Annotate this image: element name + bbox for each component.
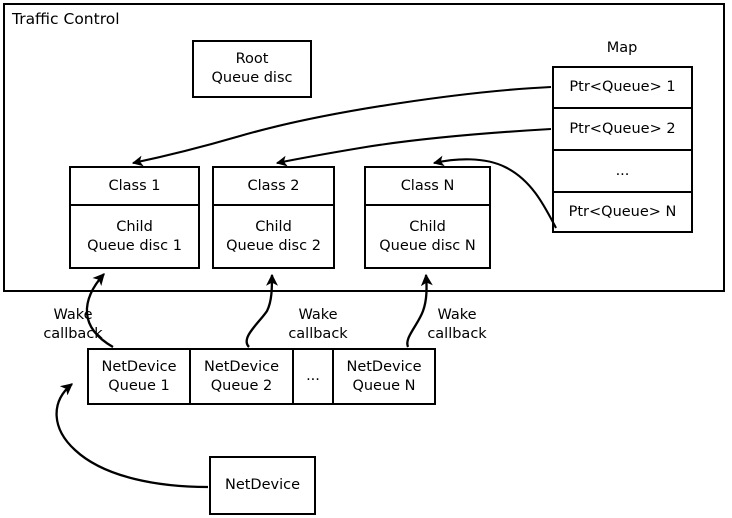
netdevice-queue-n: NetDevice Queue N <box>346 358 422 394</box>
class-body-2: Child Queue disc 2 <box>226 218 321 254</box>
class-box-1-divider <box>71 204 198 206</box>
map-row-divider-2 <box>554 149 691 151</box>
class-box-1 <box>69 166 200 269</box>
map-row-divider-3 <box>554 191 691 193</box>
wake-callback-label-3: Wake callback <box>427 307 487 342</box>
class-body-n: Child Queue disc N <box>379 218 476 254</box>
map-row-divider-1 <box>554 107 691 109</box>
map-entry-2: ... <box>615 162 630 179</box>
class-box-2-divider <box>214 204 333 206</box>
class-header-2: Class 2 <box>247 177 300 194</box>
traffic-control-title: Traffic Control <box>12 10 120 28</box>
wake-callback-label-1: Wake callback <box>43 307 103 342</box>
wake-callback-label-2: Wake callback <box>288 307 348 342</box>
netdevice-queue-ellipsis: ... <box>306 368 320 385</box>
netdevice-queue-divider-3 <box>332 350 334 403</box>
map-title: Map <box>606 40 638 56</box>
map-entry-0: Ptr<Queue> 1 <box>569 79 676 96</box>
class-header-n: Class N <box>400 177 455 194</box>
netdevice-box <box>209 456 316 515</box>
netdevice-queue-1: NetDevice Queue 1 <box>101 358 177 394</box>
class-box-2 <box>212 166 335 269</box>
class-box-n-divider <box>366 204 489 206</box>
netdevice-queue-2: NetDevice Queue 2 <box>203 358 280 394</box>
map-entry-3: Ptr<Queue> N <box>568 203 677 220</box>
root-queue-disc-label: Root Queue disc <box>211 51 293 86</box>
netdevice-label: NetDevice <box>224 477 301 494</box>
map-entry-1: Ptr<Queue> 2 <box>569 120 676 137</box>
netdevice-queue-divider-2 <box>292 350 294 403</box>
class-header-1: Class 1 <box>108 177 161 194</box>
class-body-1: Child Queue disc 1 <box>87 218 182 254</box>
netdevice-queue-divider-1 <box>189 350 191 403</box>
